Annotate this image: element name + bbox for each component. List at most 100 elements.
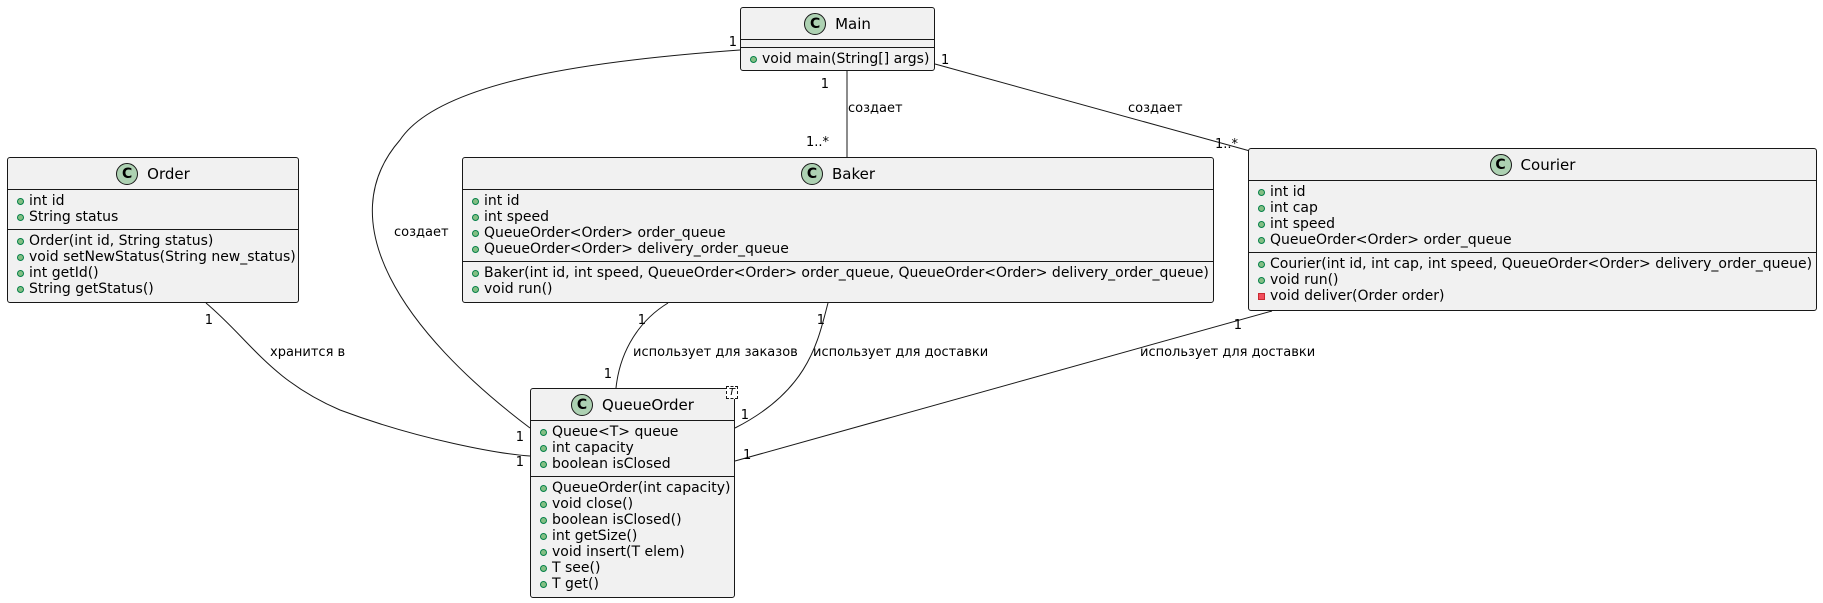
public-visibility-icon [17,213,24,221]
member-text: void run() [1270,272,1339,288]
public-visibility-icon [540,444,547,452]
field-item: int id [8,193,298,209]
public-visibility-icon [472,285,479,293]
member-text: int id [1270,184,1306,200]
method-section: Courier(int id, int cap, int speed, Queu… [1249,252,1816,308]
class-c-icon: C [571,393,594,416]
method-item: void main(String[] args) [741,51,934,67]
public-visibility-icon [540,516,547,524]
member-text: T get() [552,576,599,592]
member-text: void main(String[] args) [762,51,930,67]
member-text: QueueOrder(int capacity) [552,480,731,496]
method-item: T get() [531,576,734,592]
public-visibility-icon [540,428,547,436]
method-item: void close() [531,496,734,512]
multiplicity-target: 1..* [806,135,830,150]
association-line [734,302,829,429]
field-item: int id [463,193,1213,209]
public-visibility-icon [1258,276,1265,284]
class-header: C Main [741,8,934,39]
public-visibility-icon [472,269,479,277]
member-text: void setNewStatus(String new_status) [29,249,296,265]
method-item: int getId() [8,265,298,281]
method-section: QueueOrder(int capacity)void close()bool… [531,476,734,596]
method-item: Courier(int id, int cap, int speed, Queu… [1249,256,1816,272]
association-label: хранится в [270,345,345,360]
multiplicity-source: 1 [821,77,829,92]
field-item: int cap [1249,200,1816,216]
public-visibility-icon [540,484,547,492]
field-item: String status [8,209,298,225]
class-name: Order [147,164,190,183]
field-item: Queue<T> queue [531,424,734,440]
association-line [205,302,531,457]
public-visibility-icon [540,564,547,572]
member-text: int getId() [29,265,99,281]
method-item: T see() [531,560,734,576]
association-label: создает [848,101,903,116]
public-visibility-icon [1258,188,1265,196]
member-text: boolean isClosed [552,456,671,472]
member-text: Courier(int id, int cap, int speed, Queu… [1270,256,1813,272]
association-line [734,310,1273,462]
member-text: int capacity [552,440,634,456]
multiplicity-target: 1 [516,455,524,470]
field-item: int speed [1249,216,1816,232]
association-label: использует для доставки [1140,345,1315,360]
field-item: int capacity [531,440,734,456]
association-line [372,49,741,429]
public-visibility-icon [540,460,547,468]
member-text: int getSize() [552,528,638,544]
method-item: void insert(T elem) [531,544,734,560]
method-item: String getStatus() [8,281,298,297]
multiplicity-target: 1 [516,430,524,445]
multiplicity-target: 1 [743,448,751,463]
method-item: Order(int id, String status) [8,233,298,249]
member-text: Queue<T> queue [552,424,679,440]
field-item: int id [1249,184,1816,200]
public-visibility-icon [17,269,24,277]
public-visibility-icon [472,197,479,205]
public-visibility-icon [540,580,547,588]
class-c-icon: C [804,12,827,35]
member-text: void run() [484,281,553,297]
public-visibility-icon [1258,260,1265,268]
class-name: QueueOrder [602,395,694,414]
member-text: void deliver(Order order) [1270,288,1445,304]
member-text: int id [29,193,65,209]
method-item: void run() [1249,272,1816,288]
public-visibility-icon [540,548,547,556]
member-text: Order(int id, String status) [29,233,214,249]
multiplicity-target: 1..* [1215,137,1239,152]
method-item: Baker(int id, int speed, QueueOrder<Orde… [463,265,1213,281]
public-visibility-icon [17,197,24,205]
class-name: Main [835,14,871,33]
field-item: QueueOrder<Order> order_queue [463,225,1213,241]
multiplicity-target: 1 [741,408,749,423]
member-text: int speed [1270,216,1335,232]
public-visibility-icon [17,237,24,245]
method-item: void setNewStatus(String new_status) [8,249,298,265]
field-item: boolean isClosed [531,456,734,472]
public-visibility-icon [472,229,479,237]
class-main[interactable]: C Main void main(String[] args) [740,7,935,71]
public-visibility-icon [540,500,547,508]
member-text: void close() [552,496,634,512]
field-item: QueueOrder<Order> delivery_order_queue [463,241,1213,257]
member-text: T see() [552,560,601,576]
multiplicity-target: 1 [604,367,612,382]
member-text: QueueOrder<Order> order_queue [1270,232,1512,248]
class-c-icon: C [800,162,823,185]
member-text: int speed [484,209,549,225]
association-line [934,63,1251,152]
public-visibility-icon [17,253,24,261]
